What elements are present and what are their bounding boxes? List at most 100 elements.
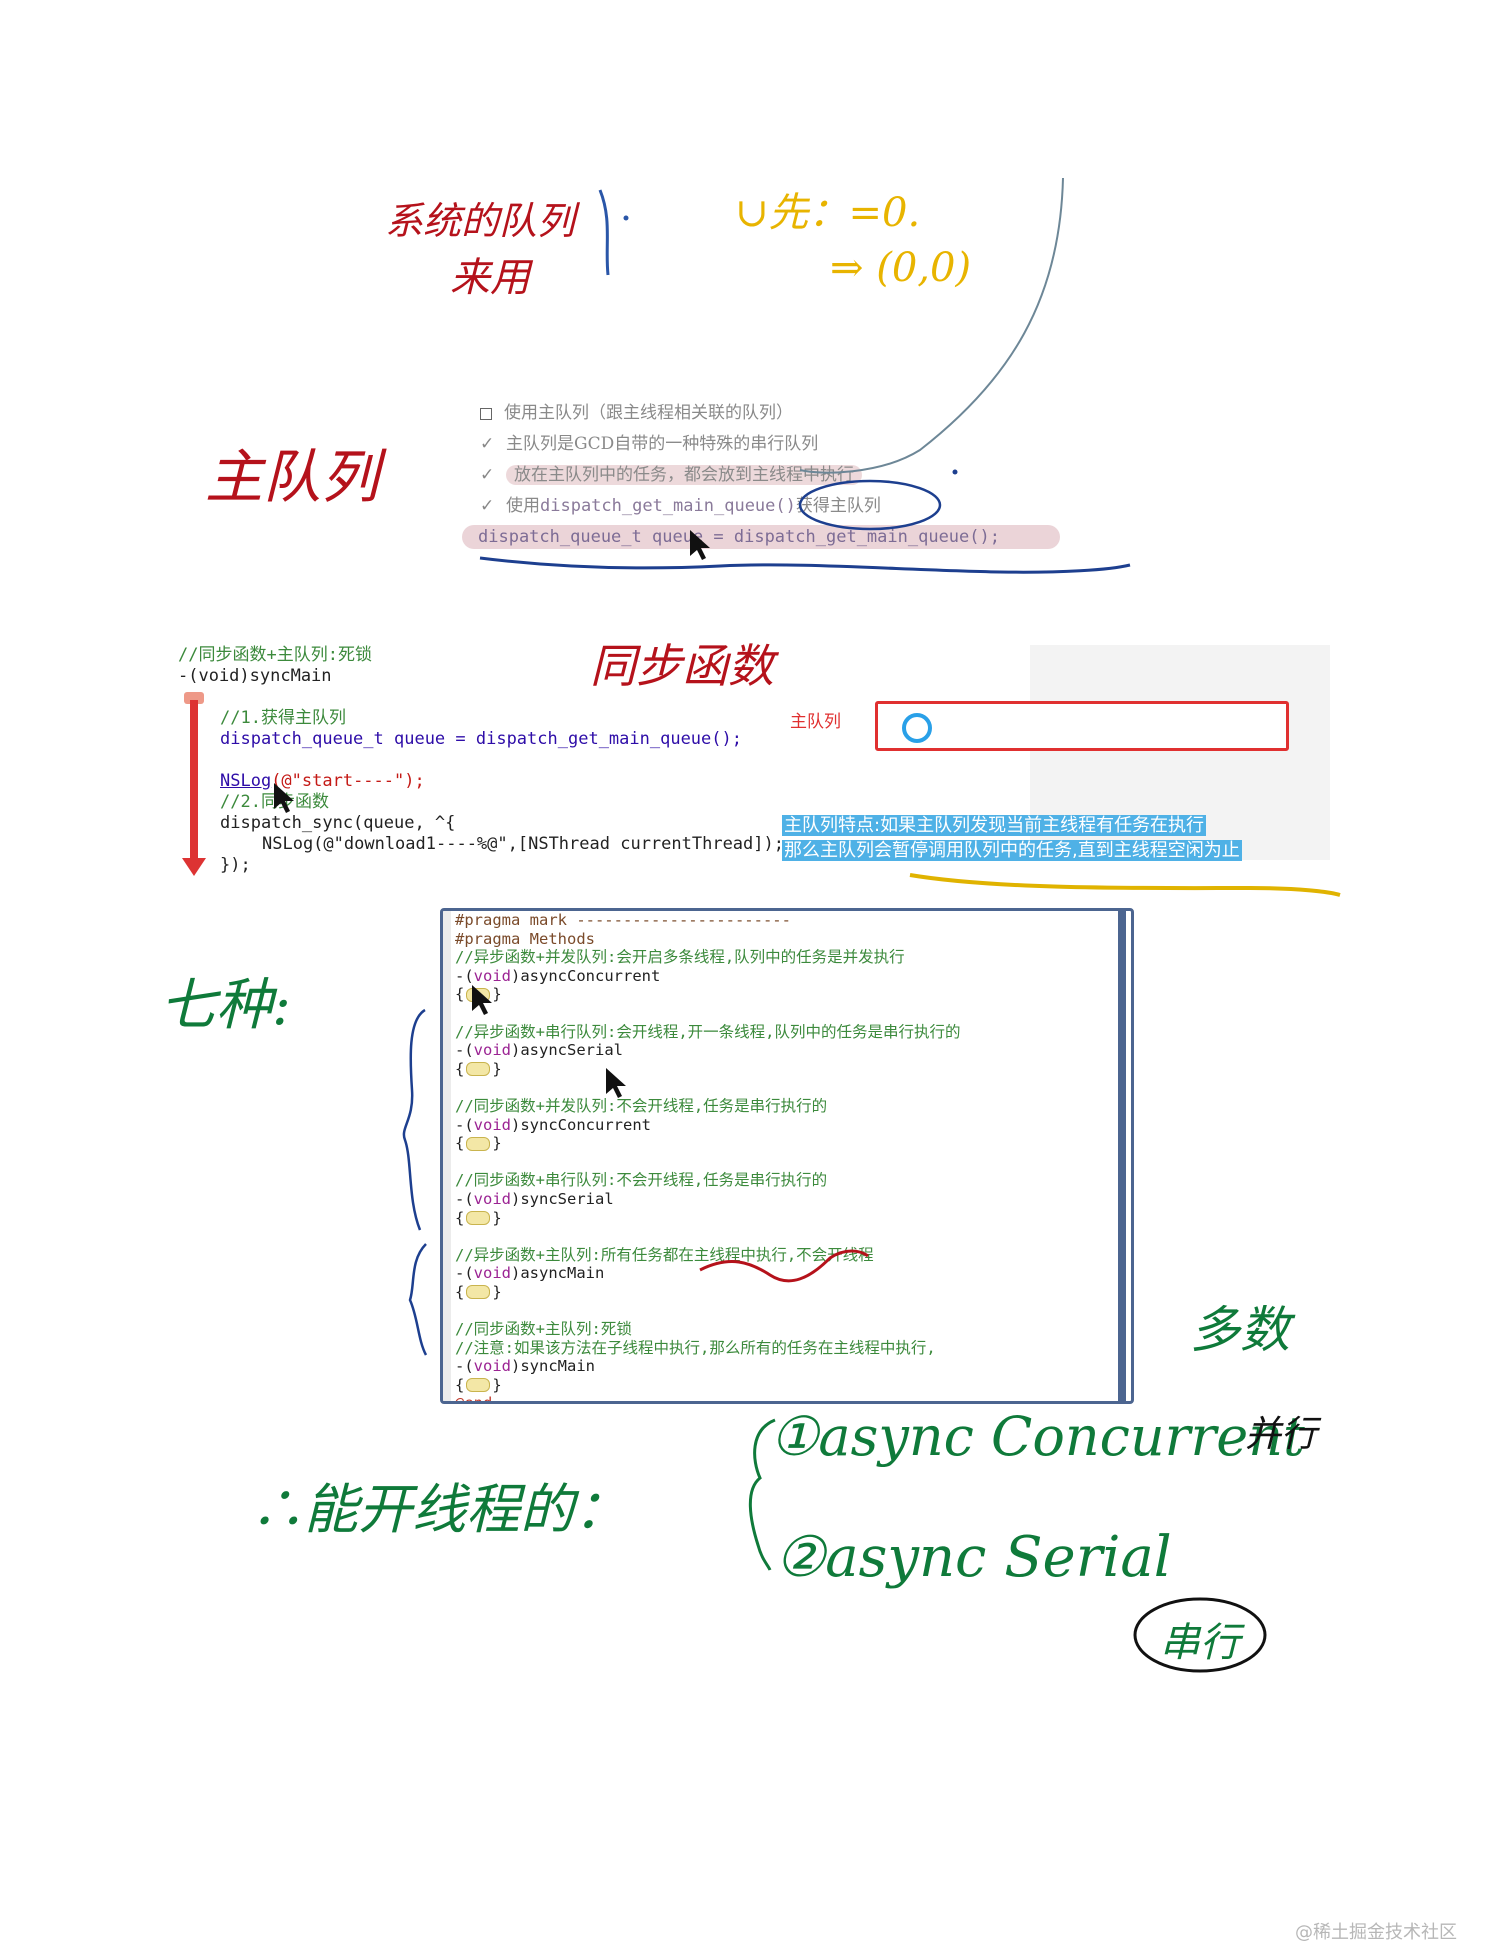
breakpoint-marker	[184, 692, 204, 704]
ellipsis-icon[interactable]	[466, 1211, 491, 1225]
editor-gutter	[443, 911, 451, 1401]
blank-line	[455, 1227, 961, 1246]
slide-item-4-after: 获得主队列	[795, 496, 881, 516]
ellipsis-icon[interactable]	[466, 1378, 491, 1393]
method-name: syncMain	[520, 1357, 595, 1376]
method-signature: -(void)syncMain	[178, 666, 332, 686]
handwriting-main-queue: 主队列	[205, 443, 380, 511]
slide-code-row: dispatch_queue_t queue = dispatch_get_ma…	[462, 522, 1120, 553]
method-name: asyncConcurrent	[520, 966, 661, 985]
method-signature: -(void)syncSerial	[455, 1190, 961, 1209]
main-queue-label: 主队列	[790, 712, 841, 732]
folded-body[interactable]: {}	[455, 985, 502, 1004]
void-keyword: void	[473, 1189, 511, 1208]
method-signature: -(void)asyncSerial	[455, 1041, 961, 1060]
code-comment: //异步函数+串行队列:会开线程,开一条线程,队列中的任务是串行执行的	[455, 1022, 961, 1041]
code-comment: //同步函数+主队列:死锁	[455, 1320, 632, 1339]
handwriting-sync-func: 同步函数	[590, 639, 774, 693]
handwriting-item-1: ①async Concurrent	[770, 1405, 1305, 1468]
code-comment: //2.同步函数	[220, 792, 329, 812]
method-prefix: -(	[455, 1041, 474, 1060]
slide-item-3: ✓ 放在主队列中的任务，都会放到主线程中执行	[480, 460, 1120, 491]
note-line-1: 主队列特点:如果主队列发现当前主线程有任务在执行	[782, 815, 1207, 836]
pragma-line: #pragma Methods	[455, 929, 595, 948]
method-prefix: -(	[455, 1264, 474, 1283]
arrow-down-icon	[182, 858, 206, 876]
handwriting-serial: 串行	[1160, 1620, 1240, 1666]
main-queue-box	[875, 701, 1289, 751]
check-icon: ✓	[480, 465, 495, 485]
void-keyword: void	[473, 1115, 511, 1134]
void-keyword: void	[473, 1264, 511, 1283]
blue-brace-stroke	[408, 1243, 428, 1356]
method-prefix: -(	[455, 1189, 474, 1208]
method-prefix: -(	[455, 966, 474, 985]
method-name: syncConcurrent	[520, 1115, 651, 1134]
method-suffix: )	[511, 966, 521, 985]
blue-brace-stroke	[402, 1008, 426, 1231]
nslog-link[interactable]: NSLog	[220, 771, 272, 791]
code-line: NSLog(@"start----");	[178, 771, 818, 792]
slide-item-2-text: 主队列是GCD自带的一种特殊的串行队列	[506, 434, 819, 454]
handwriting-system-queue: 系统的队列	[385, 199, 576, 243]
handwriting-can-open-thread: ∴能开线程的：	[250, 1478, 628, 1541]
ellipsis-icon[interactable]	[466, 1062, 491, 1077]
yellow-underline-stroke	[909, 873, 1341, 897]
code-comment: //同步函数+主队列:死锁	[178, 645, 372, 665]
blank-line	[455, 1004, 961, 1023]
void-keyword: void	[473, 1357, 511, 1376]
code-comment: //1.获得主队列	[220, 708, 346, 728]
method-signature: -(void)asyncConcurrent	[455, 967, 961, 986]
slide-item-3-text: 放在主队列中的任务，都会放到主线程中执行	[506, 465, 862, 485]
blank-line	[455, 1153, 961, 1172]
code-comment: //异步函数+主队列:所有任务都在主线程中执行,不会开线程	[455, 1245, 874, 1264]
check-icon: ✓	[480, 434, 495, 454]
note-line-2: 那么主队列会暂停调用队列中的任务,直到主线程空闲为止	[782, 840, 1242, 861]
void-keyword: void	[473, 1041, 511, 1060]
slide-item-4-before: 使用	[506, 496, 540, 516]
folded-body[interactable]: {}	[455, 1059, 502, 1078]
ellipsis-icon[interactable]	[466, 1285, 491, 1300]
method-suffix: )	[511, 1041, 521, 1060]
code-line: });	[220, 855, 251, 875]
method-signature: -(void)syncMain	[455, 1357, 961, 1376]
method-suffix: )	[511, 1357, 521, 1376]
code-line: dispatch_sync(queue, ^{	[220, 813, 456, 833]
ink-dot	[623, 215, 629, 221]
handwriting-use: 来用	[450, 255, 530, 301]
void-keyword: void	[473, 966, 511, 985]
handwriting-yellow-1: ∪先：=0.	[735, 190, 921, 236]
slide-item-4-code: dispatch_get_main_queue()	[540, 496, 796, 516]
folded-body[interactable]: {}	[455, 1134, 502, 1153]
end-keyword: @end	[455, 1394, 493, 1404]
slide-item-1: 使用主队列（跟主线程相关联的队列）	[480, 398, 1120, 429]
ellipsis-icon[interactable]	[466, 1136, 491, 1151]
editor-code: #pragma mark -----------------------#pra…	[455, 911, 961, 1404]
method-suffix: )	[511, 1264, 521, 1283]
code-line: dispatch_queue_t queue = dispatch_get_ma…	[220, 729, 742, 749]
handwriting-parallel: 并行	[1245, 1414, 1318, 1455]
handwriting-most: 多数	[1190, 1301, 1290, 1359]
ellipsis-icon[interactable]	[466, 987, 491, 1002]
blank-line	[455, 1301, 961, 1320]
blue-underline-stroke	[479, 556, 1131, 574]
blank-line	[455, 1078, 961, 1097]
code-line: NSLog(@"download1----%@",[NSThread curre…	[262, 834, 784, 854]
pragma-line: #pragma mark -----------------------	[455, 911, 791, 929]
method-suffix: )	[511, 1189, 521, 1208]
handwriting-yellow-2: ⇒ (0,0)	[830, 245, 972, 291]
code-comment: //同步函数+串行队列:不会开线程,任务是串行执行的	[455, 1171, 828, 1190]
slide-item-4: ✓ 使用dispatch_get_main_queue()获得主队列	[480, 491, 1120, 522]
handwriting-item-2: ②async Serial	[775, 1525, 1172, 1590]
method-suffix: )	[511, 1115, 521, 1134]
check-icon: ✓	[480, 496, 495, 516]
method-signature: -(void)syncConcurrent	[455, 1116, 961, 1135]
task-circle-icon	[902, 713, 932, 743]
folded-body[interactable]: {}	[455, 1282, 502, 1301]
editor-scrollbar[interactable]	[1118, 908, 1126, 1402]
folded-body[interactable]: {}	[455, 1208, 502, 1227]
code-comment: //异步函数+并发队列:会开启多条线程,队列中的任务是并发执行	[455, 948, 905, 967]
folded-body[interactable]: {}	[455, 1375, 502, 1394]
method-signature: -(void)asyncMain	[455, 1264, 961, 1283]
main-queue-slide: 使用主队列（跟主线程相关联的队列） ✓ 主队列是GCD自带的一种特殊的串行队列 ✓…	[462, 398, 1120, 553]
